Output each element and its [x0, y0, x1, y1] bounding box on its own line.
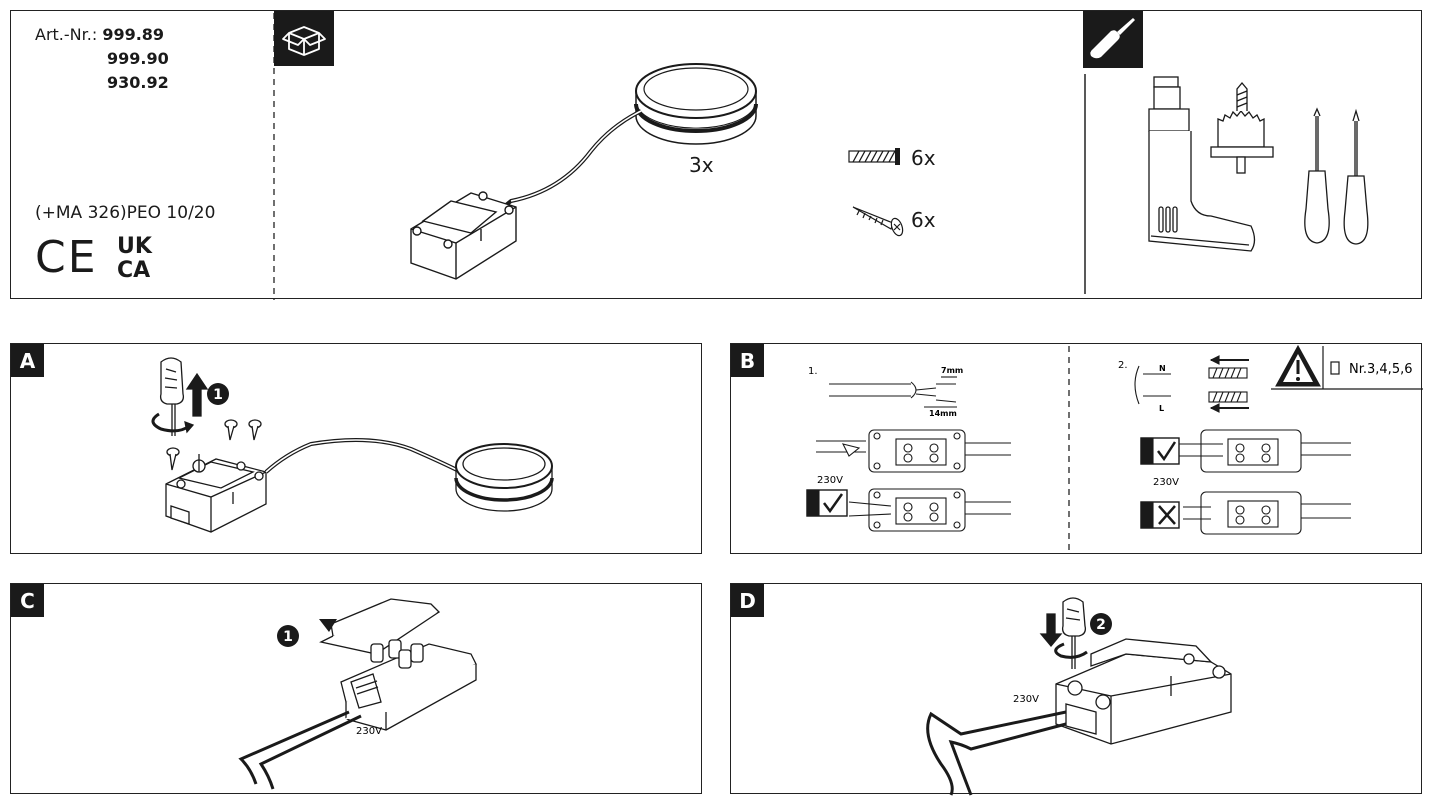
wall-plug-quantity: 6x [911, 146, 936, 170]
voltage-label-1: 230V [817, 475, 843, 486]
neutral-label: N [1159, 364, 1166, 373]
substep-2: 2. [1118, 360, 1128, 371]
screw-quantity: 6x [911, 208, 936, 232]
callout-1-text: 1 [283, 629, 293, 645]
step-d-panel: D 2 230V [730, 583, 1422, 796]
reference-code: (+MA 326)PEO 10/20 [35, 203, 216, 223]
note-reference: Nr.3,4,5,6 [1349, 362, 1413, 377]
callout-1-text: 1 [213, 387, 223, 403]
driver-box [410, 191, 517, 401]
screw [852, 206, 904, 237]
live-label: L [1159, 404, 1164, 413]
step-b-artwork: 1. 7mm 14mm 230V 2. N L 230V Nr.3,4,5,6 [806, 344, 1423, 555]
article-number-1: 999.89 [102, 25, 165, 44]
step-b-panel: B [730, 343, 1423, 555]
parts-artwork [273, 11, 1369, 401]
article-number-label: Art.-Nr.: 999.89 [35, 25, 164, 44]
step-d-artwork: 2 230V [926, 597, 1232, 796]
strip-length-short: 7mm [941, 366, 963, 375]
callout-2-text: 2 [1096, 617, 1106, 633]
lamp-quantity: 3x [689, 153, 714, 177]
voltage-label: 230V [1013, 694, 1039, 705]
callout-1 [277, 625, 299, 647]
parts-panel: Art.-Nr.: 999.89 999.90 930.92 (+MA 326)… [10, 10, 1422, 401]
step-d-tag: D [731, 584, 764, 617]
voltage-label: 230V [356, 726, 382, 737]
step-c-tag: C [11, 584, 44, 617]
wall-plug [848, 148, 900, 165]
step-b-tag: B [731, 344, 764, 377]
step-a-tag: A [11, 344, 44, 377]
step-c-artwork: 1 230V [238, 598, 477, 790]
ukca-mark: UK CA [117, 235, 152, 283]
callout-1 [207, 383, 229, 405]
strip-length-long: 14mm [929, 409, 957, 418]
led-lamp [504, 63, 758, 207]
voltage-label-2: 230V [1153, 477, 1179, 488]
article-number-2: 999.90 [107, 49, 169, 68]
ukca-top: UK [117, 234, 152, 259]
callout-2 [1090, 613, 1112, 635]
ukca-bottom: CA [117, 258, 151, 283]
substep-1: 1. [808, 366, 818, 377]
ce-mark: CE [35, 232, 98, 283]
step-a-artwork: 1 [151, 357, 554, 533]
article-label: Art.-Nr.: [35, 25, 98, 44]
drill-icon [1148, 76, 1369, 252]
article-number-3: 930.92 [107, 73, 169, 92]
step-c-panel: C 1 230V [10, 583, 702, 794]
step-a-panel: A [10, 343, 702, 554]
